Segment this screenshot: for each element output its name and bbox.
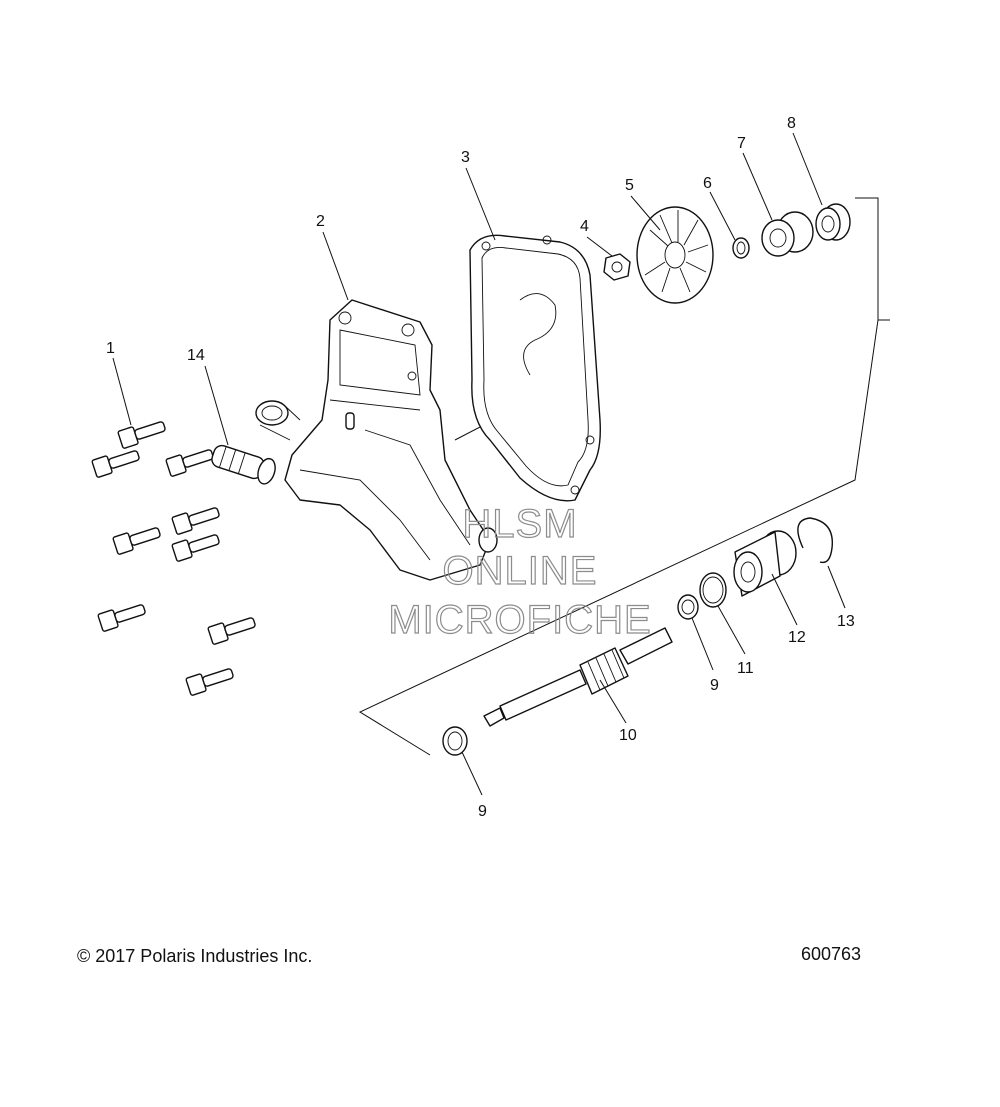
- bolt: [165, 449, 214, 477]
- callout-4: 4: [580, 218, 589, 235]
- bolt-group: [91, 421, 256, 696]
- callout-9-lower: 9: [478, 803, 487, 820]
- bolt: [97, 604, 146, 632]
- watermark: HLSM ONLINE MICROFICHE: [388, 501, 652, 642]
- o-ring-part-11: [699, 572, 727, 608]
- callout-14: 14: [187, 347, 205, 364]
- callout-3: 3: [461, 149, 470, 166]
- callout-7: 7: [737, 135, 746, 152]
- washer-part-9-upper: [677, 594, 699, 620]
- seal-part-8: [815, 203, 851, 241]
- bolt: [112, 527, 161, 555]
- callout-labels: 1 14 2 3 4 5 6 7 8 9 10 9 11 12 13: [106, 115, 855, 820]
- watermark-line-3: MICROFICHE: [388, 598, 651, 642]
- bolt: [171, 534, 220, 562]
- nut-part-4: [603, 253, 631, 281]
- callout-11: 11: [737, 660, 754, 677]
- bolt-part-1: [117, 421, 166, 449]
- callout-10: 10: [619, 727, 637, 744]
- callout-9-upper: 9: [710, 677, 719, 694]
- bushing-part-12: [733, 530, 797, 597]
- o-ring-part-6: [732, 237, 750, 259]
- callout-13: 13: [837, 613, 855, 630]
- snap-ring-part-13: [797, 517, 834, 564]
- callout-12: 12: [788, 629, 806, 646]
- diagram-number: 600763: [801, 944, 862, 964]
- leader-lines: [112, 132, 846, 796]
- callout-6: 6: [703, 175, 712, 192]
- bolt: [185, 668, 234, 696]
- impeller-part-5: [636, 206, 714, 304]
- bolt: [207, 617, 256, 645]
- bolt: [91, 450, 140, 478]
- callout-1: 1: [106, 340, 115, 357]
- watermark-line-1: HLSM: [462, 502, 577, 546]
- shaft-part-10: [483, 627, 673, 727]
- copyright-text: © 2017 Polaris Industries Inc.: [77, 946, 313, 966]
- callout-8: 8: [787, 115, 796, 132]
- watermark-line-2: ONLINE: [443, 549, 598, 593]
- gasket-part-3: [469, 234, 601, 502]
- callout-5: 5: [625, 177, 634, 194]
- washer-part-9-lower: [442, 726, 468, 756]
- bolt: [171, 507, 220, 535]
- callout-2: 2: [316, 213, 325, 230]
- water-pump-housing-part-2: [255, 299, 498, 581]
- bearing-part-7: [761, 211, 814, 257]
- hose-fitting-part-14: [211, 444, 276, 485]
